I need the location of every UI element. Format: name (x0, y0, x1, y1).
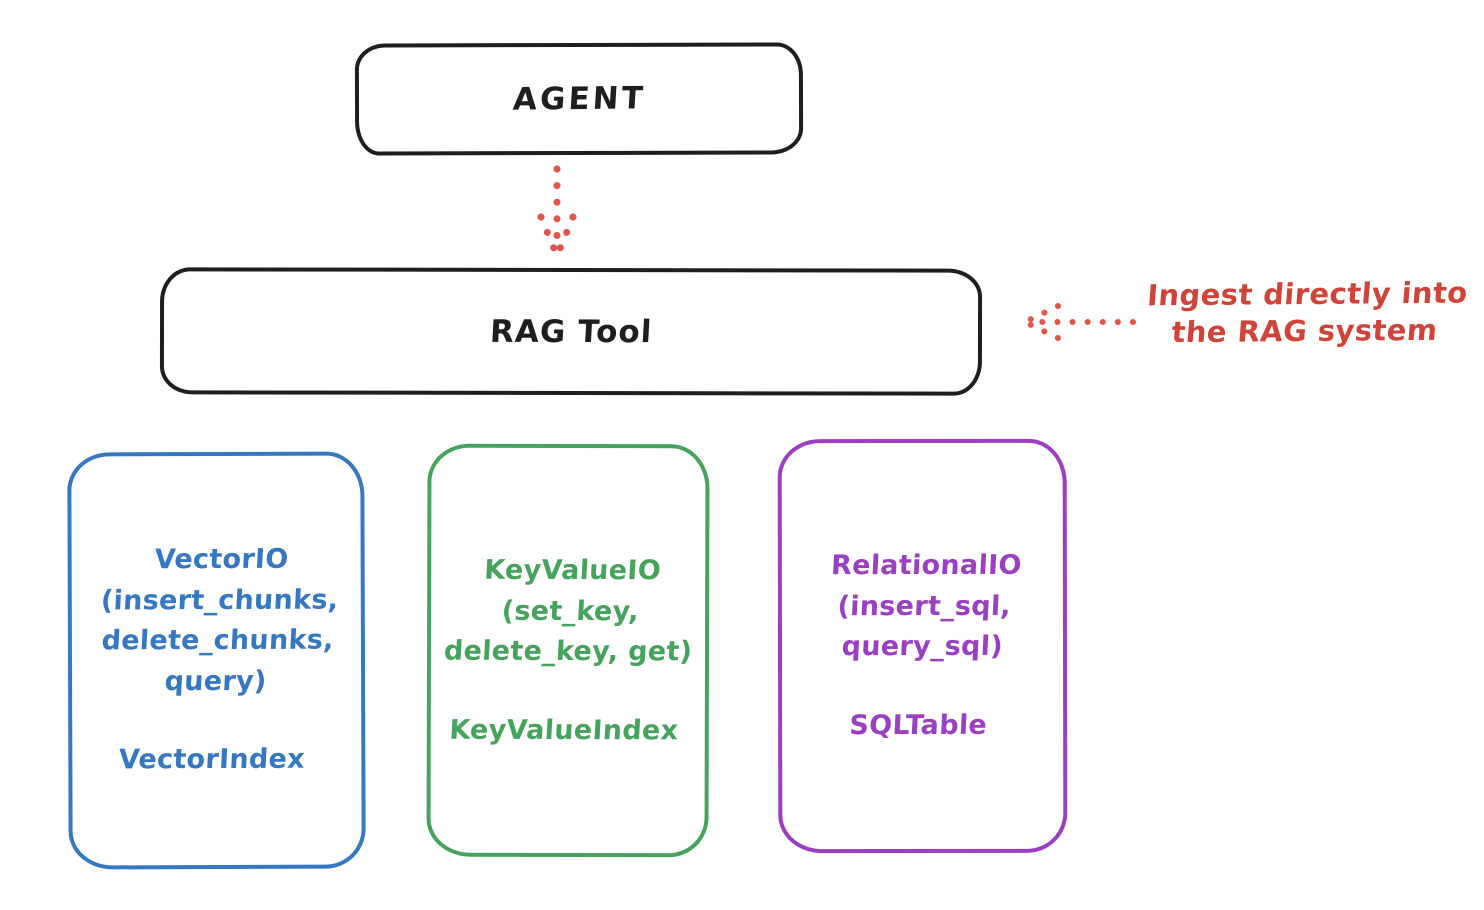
backend-method-line: query_sql) (841, 630, 1004, 663)
backend-card-keyvalueio: KeyValueIO (set_key, delete_key, get) Ke… (426, 443, 710, 858)
backend-index-label: KeyValueIndex (448, 713, 680, 746)
rag-tool-label: RAG Tool (488, 313, 654, 350)
rag-tool-node: RAG Tool (159, 267, 983, 396)
backend-method-line: (set_key, (500, 594, 640, 627)
agent-label: AGENT (511, 80, 647, 118)
backend-method-line: query) (163, 665, 268, 697)
backend-method-line: (insert_sql, (837, 590, 1013, 622)
backend-index-label: SQLTable (848, 709, 989, 741)
backend-card-relationalio: RelationalIO (insert_sql, query_sql) SQL… (777, 438, 1068, 854)
backend-title: KeyValueIO (483, 554, 662, 586)
backend-card-vectorio-text: VectorIO (insert_chunks, delete_chunks, … (92, 540, 341, 781)
backend-card-keyvalueio-text: KeyValueIO (set_key, delete_key, get) Ke… (438, 550, 697, 751)
backend-title: VectorIO (153, 543, 290, 576)
ingest-arrow (1024, 303, 1136, 341)
backend-method-line: delete_chunks, (100, 624, 335, 657)
backend-index-label: VectorIndex (117, 743, 306, 776)
ingest-annotation-line2: the RAG system (1170, 312, 1439, 350)
backend-card-vectorio: VectorIO (insert_chunks, delete_chunks, … (67, 451, 366, 870)
backend-card-relationalio-text: RelationalIO (insert_sql, query_sql) SQL… (822, 546, 1023, 746)
agent-node: AGENT (354, 42, 804, 156)
agent-to-ragtool-arrow (537, 165, 577, 255)
backend-method-line: (insert_chunks, (100, 584, 339, 617)
backend-title: RelationalIO (830, 549, 1023, 582)
ingest-annotation-line1: Ingest directly into (1145, 275, 1470, 313)
ingest-annotation: Ingest directly into the RAG system (1135, 275, 1477, 352)
backend-method-line: delete_key, get) (442, 635, 693, 667)
